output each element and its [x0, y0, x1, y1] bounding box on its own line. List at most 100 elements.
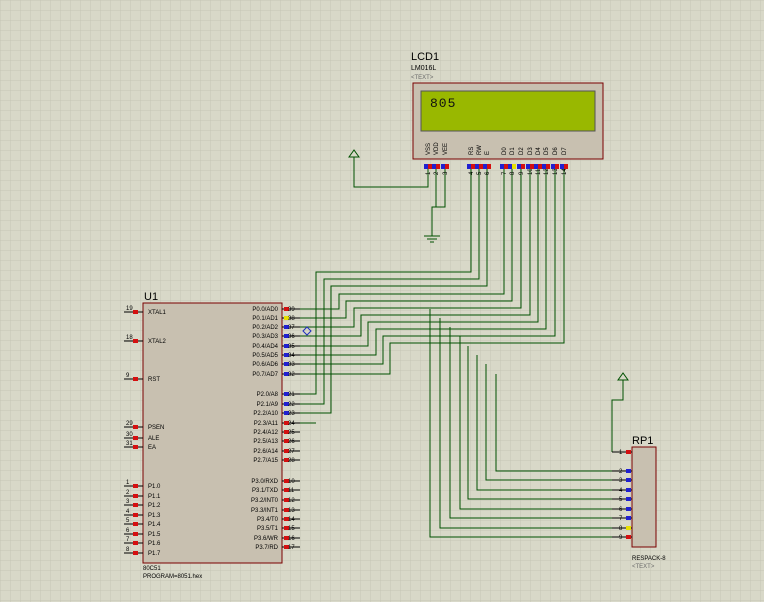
- mcu-right-pin-marker[interactable]: [284, 458, 289, 462]
- mcu-left-pin-marker[interactable]: [133, 503, 138, 507]
- mcu-right-pin-marker[interactable]: [284, 526, 289, 530]
- mcu-left-pin-marker[interactable]: [133, 551, 138, 555]
- mcu-right-pin-marker[interactable]: [284, 392, 289, 396]
- mcu-left-pin-marker[interactable]: [133, 310, 138, 314]
- mcu-right-pin-marker[interactable]: [284, 353, 289, 357]
- lcd-pin-marker[interactable]: [538, 164, 542, 169]
- mcu-right-pin-number: 32: [288, 372, 295, 378]
- lcd-pin-number: 7: [502, 171, 508, 175]
- lcd-pin-marker[interactable]: [471, 164, 475, 169]
- lcd-pin-marker[interactable]: [521, 164, 525, 169]
- mcu-right-pin-number: 33: [288, 362, 295, 368]
- mcu-right-pin-name: P2.6/A14: [253, 449, 278, 455]
- lcd-pin-marker[interactable]: [479, 164, 483, 169]
- rp-pin-marker[interactable]: [626, 478, 631, 482]
- lcd-pin-marker[interactable]: [487, 164, 491, 169]
- lcd-pin-name: VSS: [426, 143, 432, 155]
- mcu-left-pin-marker[interactable]: [133, 541, 138, 545]
- rp-pin-marker[interactable]: [626, 535, 631, 539]
- mcu-right-pin-marker[interactable]: [284, 372, 289, 376]
- mcu-left-pin-marker[interactable]: [133, 484, 138, 488]
- mcu-right-pin-marker[interactable]: [284, 498, 289, 502]
- mcu-right-pin-marker[interactable]: [284, 488, 289, 492]
- mcu-right-pin-marker[interactable]: [284, 316, 289, 320]
- mcu-left-pin-marker[interactable]: [133, 436, 138, 440]
- mcu-left-pin-marker[interactable]: [133, 445, 138, 449]
- mcu-left-pin-number: 7: [126, 537, 130, 543]
- lcd-pin-number: 8: [510, 171, 516, 175]
- mcu-program-label: PROGRAM=8051.hex: [143, 574, 202, 580]
- lcd-pin-number: 14: [562, 168, 568, 175]
- mcu-left-pin-name: EA: [148, 445, 156, 451]
- rp-pin-marker[interactable]: [626, 469, 631, 473]
- mcu-right-pin-marker[interactable]: [284, 307, 289, 311]
- ground-symbol[interactable]: [424, 235, 440, 243]
- mcu-left-pin-name: XTAL2: [148, 339, 167, 345]
- lcd-pin-marker[interactable]: [428, 164, 432, 169]
- mcu-right-pin-marker[interactable]: [284, 325, 289, 329]
- mcu-right-pin-name: P0.5/AD5: [252, 353, 278, 359]
- rp-pin-marker[interactable]: [626, 497, 631, 501]
- mcu-right-pin-marker[interactable]: [284, 545, 289, 549]
- mcu-right-pin-marker[interactable]: [284, 479, 289, 483]
- mcu-left-pin-marker[interactable]: [133, 494, 138, 498]
- mcu-left-pin-marker[interactable]: [133, 513, 138, 517]
- lcd-pin-marker[interactable]: [564, 164, 568, 169]
- lcd-pin-marker[interactable]: [436, 164, 440, 169]
- mcu-right-pin-marker[interactable]: [284, 430, 289, 434]
- mcu-body: [142, 302, 283, 564]
- mcu-right-pin-marker[interactable]: [284, 334, 289, 338]
- wire: [429, 309, 612, 538]
- mcu-right-pin-number: 15: [288, 526, 295, 532]
- rp-pin-marker[interactable]: [626, 488, 631, 492]
- mcu-left-pin-marker[interactable]: [133, 377, 138, 381]
- power-terminal-lcd[interactable]: [348, 149, 360, 158]
- mcu-left-pin-marker[interactable]: [133, 522, 138, 526]
- rp-pin-marker[interactable]: [626, 450, 631, 454]
- lcd-pin-marker[interactable]: [512, 164, 516, 169]
- mcu-right-pin-marker[interactable]: [284, 362, 289, 366]
- mcu-right-pin-number: 22: [288, 402, 295, 408]
- lcd-pin-marker[interactable]: [546, 164, 550, 169]
- lcd-pin-marker[interactable]: [555, 164, 559, 169]
- mcu-right-pin-marker[interactable]: [284, 508, 289, 512]
- mcu-right-pin-name: P2.4/A12: [253, 430, 278, 436]
- mcu-left-pin-marker[interactable]: [133, 425, 138, 429]
- mcu-right-pin-marker[interactable]: [284, 421, 289, 425]
- rp-pin-marker[interactable]: [626, 516, 631, 520]
- lcd-component[interactable]: LCD1 LM016L <TEXT> 805 VSS1VDD2VEE3RS4RW…: [411, 51, 604, 175]
- mcu-right-pin-marker[interactable]: [284, 536, 289, 540]
- mcu-left-pin-name: XTAL1: [148, 310, 167, 316]
- lcd-pin-marker-blue: [534, 164, 538, 169]
- mcu-left-pin-name: P1.2: [148, 503, 161, 509]
- probe-marker-icon[interactable]: [302, 326, 312, 336]
- mcu-left-pin-name: P1.3: [148, 513, 161, 519]
- lcd-pin-marker[interactable]: [445, 164, 449, 169]
- rp-pin-marker[interactable]: [626, 507, 631, 511]
- lcd-pin-marker-blue: [483, 164, 487, 169]
- mcu-right-pin-marker[interactable]: [284, 439, 289, 443]
- mcu-right-pin-marker[interactable]: [284, 402, 289, 406]
- mcu-component[interactable]: U1 80C51 PROGRAM=8051.hex 19XTAL118XTAL2…: [124, 291, 300, 580]
- power-terminal-rp[interactable]: [617, 372, 629, 381]
- rp-pin-number: 8: [619, 526, 623, 532]
- lcd-pin-marker[interactable]: [530, 164, 534, 169]
- mcu-left-pin-number: 18: [126, 335, 133, 341]
- mcu-right-pin-name: P2.7/A15: [253, 458, 278, 464]
- wire: [459, 336, 612, 510]
- wires: [300, 157, 624, 538]
- mcu-right-pin-name: P0.3/AD3: [252, 334, 278, 340]
- mcu-right-pin-marker[interactable]: [284, 344, 289, 348]
- mcu-left-pin-number: 3: [126, 499, 130, 505]
- lcd-pin-marker[interactable]: [504, 164, 508, 169]
- mcu-right-pin-marker[interactable]: [284, 517, 289, 521]
- rp-pin-marker[interactable]: [626, 526, 631, 530]
- mcu-right-pin-marker[interactable]: [284, 449, 289, 453]
- lcd-pin-name: D1: [510, 147, 516, 155]
- mcu-right-pin-marker[interactable]: [284, 411, 289, 415]
- mcu-left-pin-marker[interactable]: [133, 339, 138, 343]
- wire: [300, 169, 565, 375]
- mcu-left-pin-marker[interactable]: [133, 532, 138, 536]
